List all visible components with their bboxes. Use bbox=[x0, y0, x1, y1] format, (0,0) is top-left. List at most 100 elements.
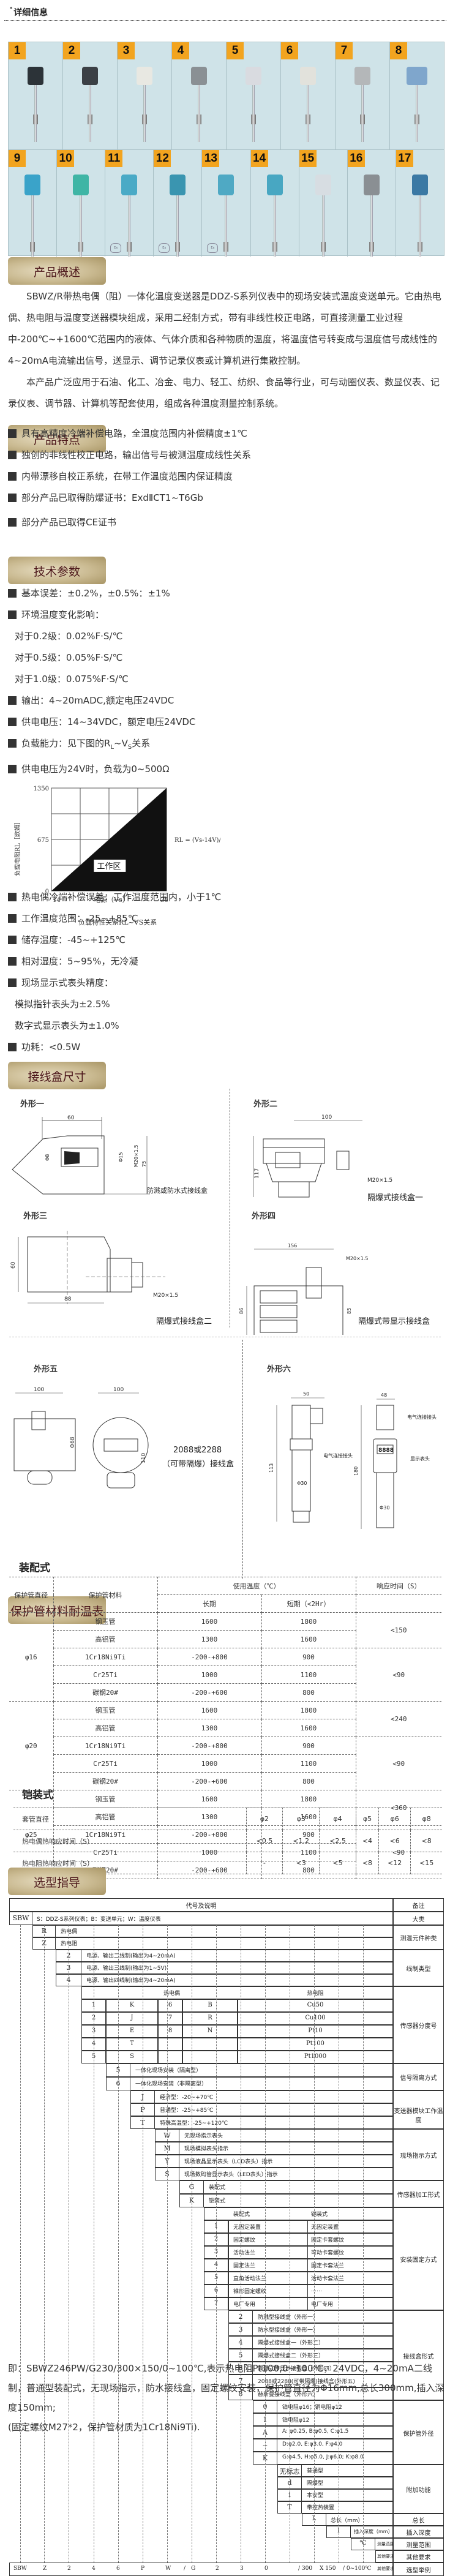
product-cell: 17 bbox=[396, 150, 444, 257]
probe-rod-icon bbox=[89, 85, 91, 142]
module-desc: 普通型：-25~+85℃ bbox=[160, 2107, 214, 2114]
note-label: 变送器模块工作温度 bbox=[394, 2108, 443, 2124]
sensor-value: Pt100 bbox=[306, 2040, 324, 2047]
chart-y-axis-label: 负载电阻RL［欧姆］ bbox=[13, 819, 21, 876]
probe-fitting-icon bbox=[30, 242, 36, 252]
svg-text:50: 50 bbox=[303, 1391, 309, 1397]
header-diameter-value: φ8 bbox=[410, 1808, 442, 1830]
chart-y-tick-label: 0 bbox=[45, 888, 49, 895]
sensor-value: N bbox=[207, 2027, 213, 2034]
cell-material: 碳钢20# bbox=[53, 1683, 158, 1702]
transmitter-head-icon bbox=[354, 67, 370, 85]
cell-response-value: <0.5 bbox=[246, 1830, 283, 1852]
probe-fitting-icon bbox=[251, 115, 256, 124]
drawing-5-title: 外形五 bbox=[34, 1365, 58, 1374]
table-row: 热电偶热响应时间（S）<0.5<1.2<2.5<4<6<8 bbox=[13, 1830, 442, 1852]
example-code: SBW bbox=[13, 2566, 28, 2572]
drawing-3-caption: 隔爆式接线盒二 bbox=[156, 1316, 212, 1326]
sensor-value: Pt1000 bbox=[304, 2053, 327, 2060]
note-label: 现场指示方式 bbox=[400, 2153, 437, 2160]
cell-material: Cr25Ti bbox=[53, 1754, 158, 1773]
probe-fitting-icon bbox=[33, 115, 38, 124]
probe-rod-icon bbox=[143, 85, 146, 142]
cell-diameter: φ20 bbox=[9, 1701, 54, 1790]
drawing-5-caption-1: 2088或2288 bbox=[173, 1446, 222, 1455]
spec-humidity: 相对湿度：5~95%，无冷凝 bbox=[8, 955, 138, 967]
example-code: 0 bbox=[264, 2566, 268, 2572]
probe-rod-icon bbox=[252, 85, 255, 142]
drawing-4-caption: 隔爆式带显示接线盒 bbox=[358, 1316, 430, 1326]
svg-text:Φ30: Φ30 bbox=[297, 1481, 307, 1486]
sensor-value: Cu100 bbox=[305, 2015, 326, 2021]
note-label: 测量范围 bbox=[406, 2542, 431, 2549]
header-temperature: 使用温度（℃） bbox=[157, 1577, 356, 1595]
mount-cell bbox=[228, 2233, 308, 2246]
drawing-2-caption: 隔爆式接线盒一 bbox=[367, 1193, 423, 1203]
bullet-star-icon: * bbox=[10, 6, 13, 12]
product-number-badge: 2 bbox=[63, 42, 80, 59]
mount-header-row bbox=[204, 2207, 393, 2220]
spec-error: 基本误差：±0.2%，±0.5%：±1% bbox=[8, 587, 170, 599]
note-cell bbox=[393, 2063, 444, 2090]
cell-short-term: 800 bbox=[261, 1772, 356, 1790]
svg-text:113: 113 bbox=[269, 1463, 274, 1473]
drawing-2-title: 外形二 bbox=[253, 1100, 278, 1109]
transmitter-head-icon bbox=[246, 67, 261, 85]
sensor-cell bbox=[106, 2038, 158, 2051]
transmitter-head-icon bbox=[218, 175, 234, 195]
probe-rod-icon bbox=[198, 85, 200, 142]
mount-armored: 活动卡套法兰 bbox=[311, 2276, 345, 2282]
product-cell: 4 bbox=[172, 42, 227, 149]
armored-title: 铠装式 bbox=[22, 1789, 53, 1801]
spec-load-24v: 供电电压为24V时，负载为0~500Ω bbox=[8, 762, 170, 775]
note-cell bbox=[393, 2090, 444, 2129]
sensor-value: R bbox=[208, 2015, 212, 2021]
spec-work-temp: 工作温度范围：-25~+85℃ bbox=[8, 912, 138, 925]
example-code: W bbox=[165, 2566, 171, 2572]
header-diameter-value: φ4 bbox=[319, 1808, 356, 1830]
note-label: 传感器分度号 bbox=[400, 2023, 437, 2030]
code-cell bbox=[9, 1912, 32, 1925]
product-cell: 10 bbox=[57, 150, 106, 257]
header-desc: 代号及说明 bbox=[186, 1903, 217, 1910]
indicator-desc: 现场数码管显示表头（LED表头）指示 bbox=[184, 2171, 278, 2178]
section-badge-overview: 产品概述 bbox=[8, 257, 106, 285]
product-number-badge: 1 bbox=[9, 42, 26, 59]
mount-cell bbox=[228, 2220, 308, 2233]
cell-long-term: -200-+600 bbox=[157, 1683, 262, 1702]
cell-material: 高铝管 bbox=[53, 1630, 158, 1648]
probe-rod-icon bbox=[321, 195, 324, 257]
svg-text:100: 100 bbox=[321, 1114, 332, 1121]
cell-response-value: <8 bbox=[410, 1830, 442, 1852]
code-connector-line bbox=[118, 1925, 119, 2563]
table-header-row: 保护管直径保护管材料使用温度（℃）响应时间（S） bbox=[9, 1577, 441, 1613]
extra-desc: 隔爆型 bbox=[307, 2480, 324, 2487]
chart-region-label: 工作区 bbox=[97, 862, 121, 871]
box-desc: 防溅型接线盒（外形一） bbox=[258, 2314, 319, 2321]
mount-armored: 固定卡套法兰 bbox=[311, 2263, 345, 2269]
spec-cj-error: 热电偶冷端补偿误差：工作温度范围内，小于1℃ bbox=[8, 890, 221, 903]
header-desc-cell bbox=[9, 1898, 393, 1912]
example-code: X 150 bbox=[320, 2566, 336, 2572]
svg-text:100: 100 bbox=[113, 1387, 124, 1393]
spec-display-acc: 现场显示式表头精度： bbox=[8, 976, 113, 989]
product-cell: 3 bbox=[118, 42, 172, 149]
feature-item: 独创的非线性校正电路，输出信号与被测温度成线性关系 bbox=[8, 448, 251, 461]
cell-short-term: 1800 bbox=[261, 1790, 356, 1808]
indicator-code: M bbox=[163, 2144, 171, 2152]
drawing-3-title: 外形三 bbox=[23, 1212, 48, 1221]
box-desc: 隔爆式带显示接线盒（外形四） bbox=[258, 2365, 336, 2372]
header-diameter-value: φ3 bbox=[282, 1808, 320, 1830]
spec-display-item: 数字式显示表头为±1.0% bbox=[15, 1020, 119, 1031]
probe-rod-icon bbox=[418, 195, 421, 257]
probe-fitting-icon bbox=[127, 242, 132, 252]
ex-certification-icon: Ex bbox=[110, 243, 122, 253]
code-connector-line bbox=[363, 1925, 364, 2563]
drawing-5: 100 Φ68 100 110 2088或2288 （可带隔爆）接线盒 bbox=[13, 1387, 234, 1489]
code-connector-line bbox=[314, 1925, 315, 2563]
note-label: 测温元件种类 bbox=[400, 1936, 437, 1942]
